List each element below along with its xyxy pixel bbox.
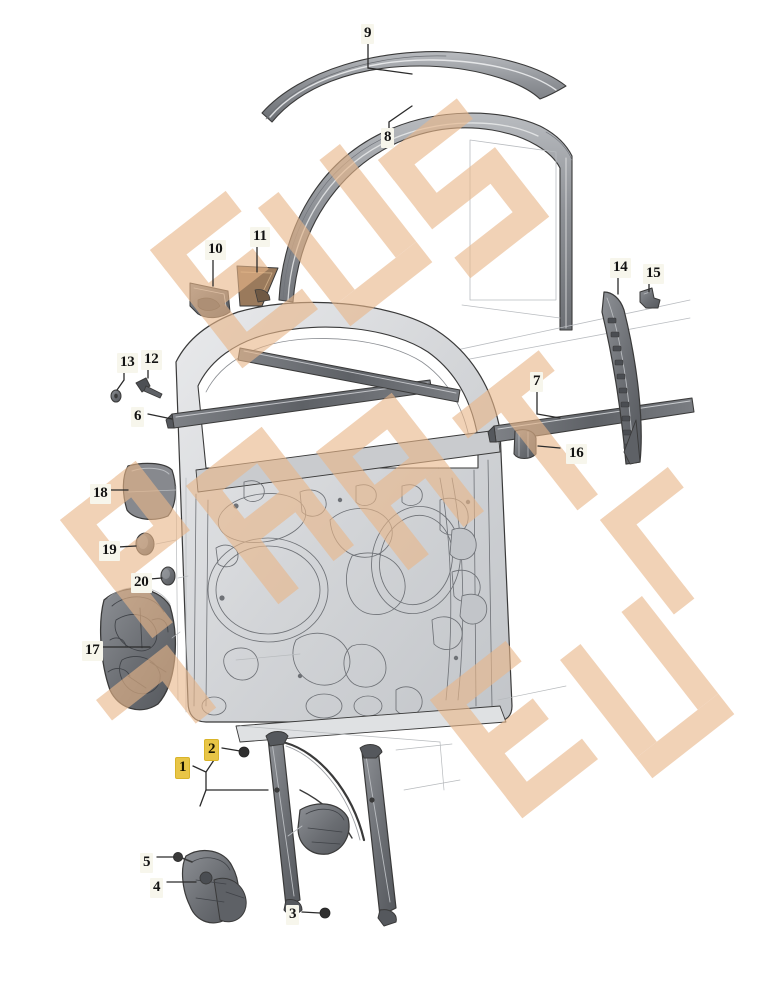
part-regulator-mounting-bolt <box>238 746 250 758</box>
part-b-pillar-trim <box>601 291 642 465</box>
part-roof-drip-moulding <box>261 50 567 123</box>
callout-access-cover-panel[interactable]: 18 <box>90 484 111 504</box>
part-trim-clip <box>639 287 661 309</box>
part-window-regulator-motor <box>181 849 247 924</box>
callout-inner-belt-weatherstrip[interactable]: 6 <box>131 407 145 427</box>
callout-grommet-large[interactable]: 19 <box>99 541 120 561</box>
part-window-regulator-assembly <box>265 731 397 927</box>
callout-outer-belt-moulding[interactable]: 7 <box>530 372 544 392</box>
part-washer <box>110 389 122 403</box>
callout-grommet-small[interactable]: 20 <box>131 573 152 593</box>
callout-corner-filler-wedge[interactable]: 11 <box>250 227 270 247</box>
callout-motor-retaining-screw[interactable]: 5 <box>140 853 154 873</box>
callout-window-regulator-motor[interactable]: 4 <box>150 878 164 898</box>
callout-trim-clip[interactable]: 15 <box>643 264 664 284</box>
part-retaining-screw <box>135 377 163 399</box>
callout-upper-front-bracket[interactable]: 10 <box>205 240 226 260</box>
callout-lower-rail-bolt[interactable]: 3 <box>286 905 300 925</box>
callout-roof-drip-moulding[interactable]: 9 <box>361 24 375 44</box>
callout-regulator-mounting-bolt[interactable]: 2 <box>205 740 219 760</box>
callout-washer[interactable]: 13 <box>117 353 138 373</box>
callout-window-regulator-assembly[interactable]: 1 <box>176 758 190 778</box>
callout-b-pillar-trim[interactable]: 14 <box>610 258 631 278</box>
callout-retaining-screw[interactable]: 12 <box>141 350 162 370</box>
callout-door-inner-trim-carrier[interactable]: 17 <box>82 641 103 661</box>
part-motor-retaining-screw <box>172 852 193 863</box>
callout-end-cap[interactable]: 16 <box>566 444 587 464</box>
callout-door-frame-seal[interactable]: 8 <box>381 128 395 148</box>
